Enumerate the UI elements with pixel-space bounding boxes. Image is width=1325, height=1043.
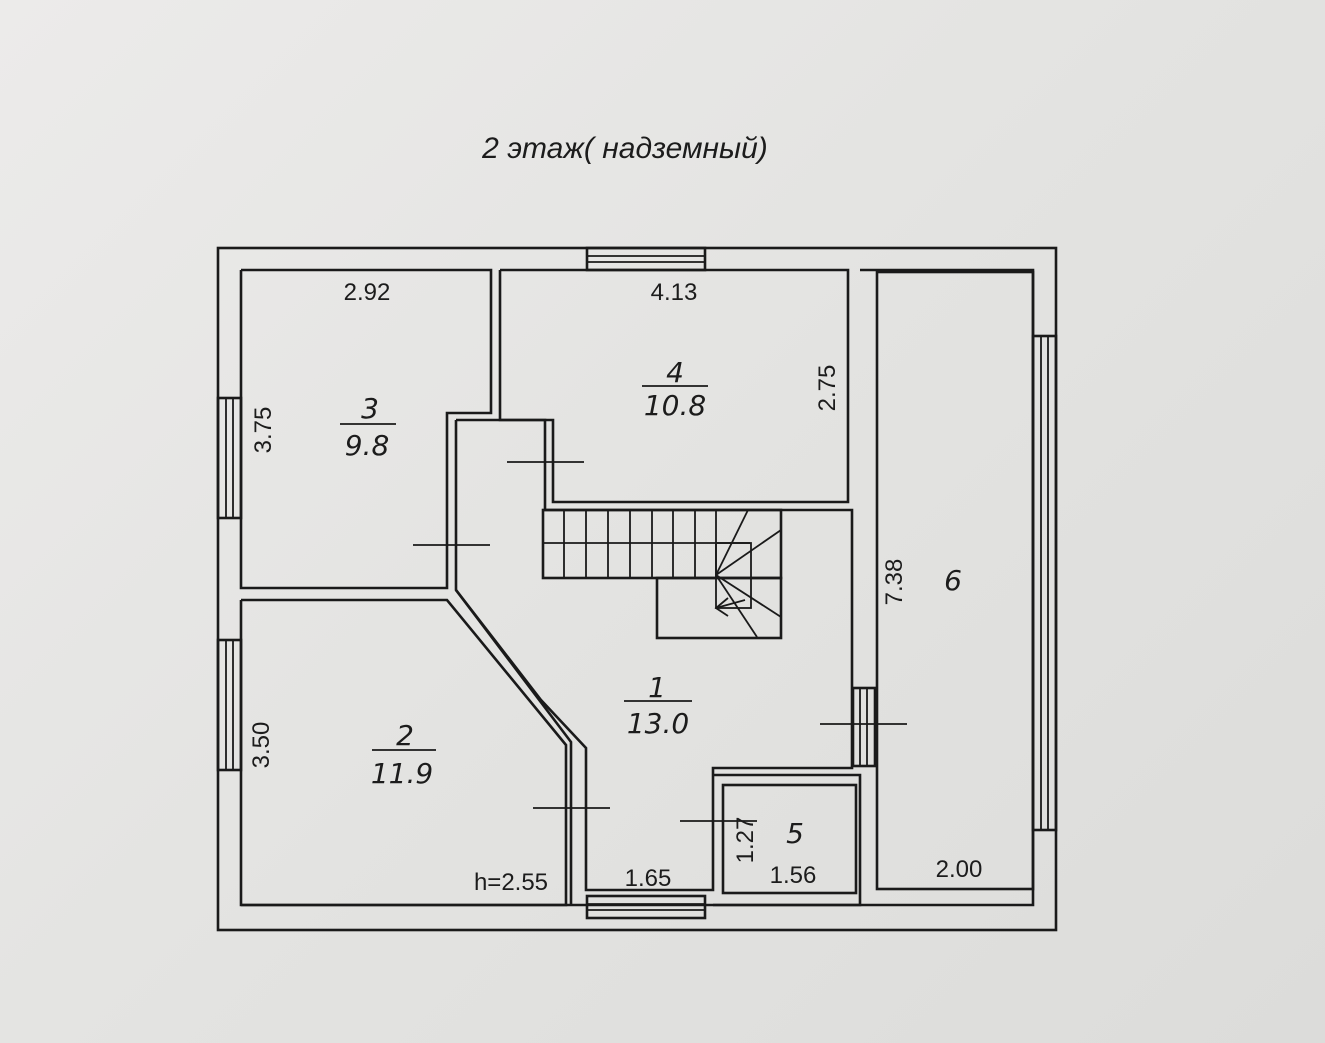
room-6-number: 6: [944, 564, 962, 597]
room-3-number: 3: [361, 392, 379, 425]
dim-room6-length: 7.38: [881, 559, 908, 606]
room-4-area: 10.8: [644, 389, 706, 422]
dim-room3-length: 3.75: [250, 407, 277, 454]
dim-room1-width: 1.65: [625, 865, 672, 892]
windows: [216, 246, 1058, 920]
room-4-number: 4: [666, 356, 684, 389]
walls: [216, 246, 1058, 932]
dim-room6-width: 2.00: [936, 856, 983, 883]
room-5-number: 5: [786, 817, 804, 850]
room-2-area: 11.9: [371, 757, 433, 790]
dim-room2-length: 3.50: [248, 722, 275, 769]
room-3-area: 9.8: [345, 429, 390, 462]
dim-room4-width: 4.13: [651, 279, 698, 306]
ceiling-height: h=2.55: [474, 869, 548, 896]
plan-title: 2 этаж( надземный): [481, 132, 768, 165]
dim-room5-width: 1.56: [770, 862, 817, 889]
door-marks: [413, 461, 907, 822]
staircase: [541, 508, 783, 640]
dim-room5-length: 1.27: [732, 817, 759, 864]
dim-room3-width: 2.92: [344, 279, 391, 306]
room-1-area: 13.0: [627, 707, 689, 740]
room-1-number: 1: [648, 671, 666, 704]
dimension-labels: 2.92 3.75 4.13 2.75 7.38 2.00 3.50 h=2.5…: [248, 279, 982, 896]
dim-room4-length: 2.75: [814, 365, 841, 412]
room-2-number: 2: [396, 719, 414, 752]
room-labels: 4 10.8 3 9.8 1 13.0 2 11.9 5 6: [340, 356, 962, 850]
